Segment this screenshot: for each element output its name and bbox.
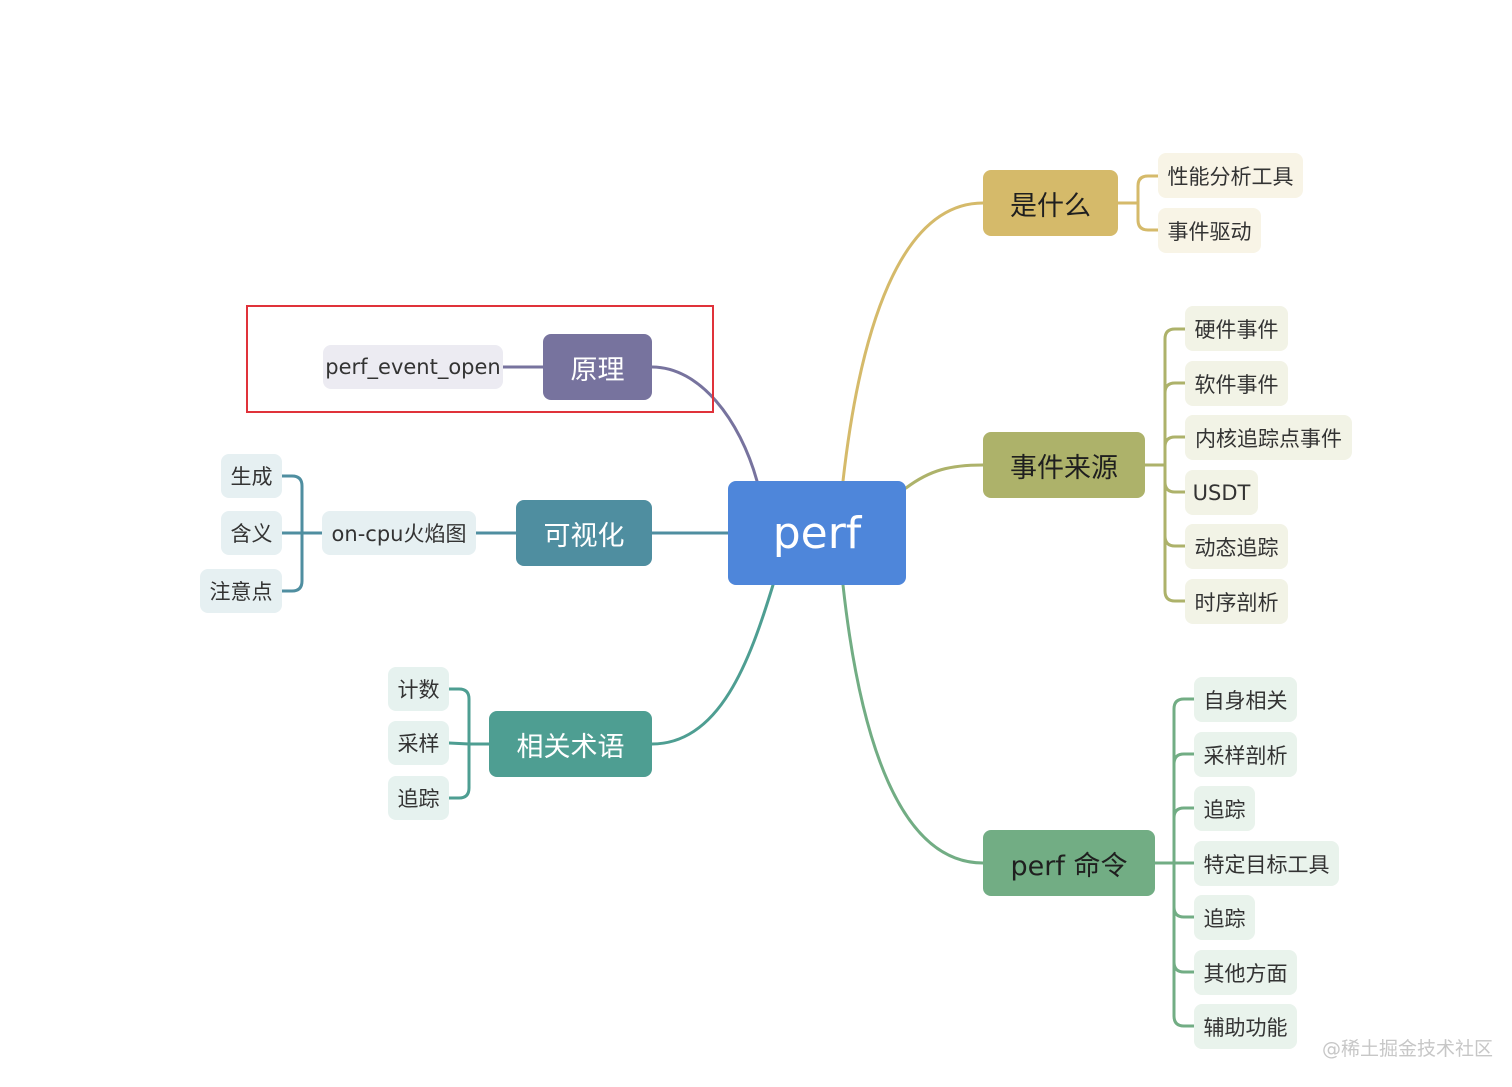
edge-event-source-leaves-branch-2 (1163, 435, 1187, 467)
branch-event-source[interactable]: 事件来源 (983, 432, 1145, 498)
leaf-timed-profiling[interactable]: 时序剖析 (1185, 579, 1288, 624)
edge-terminology-leaves-branch-0 (447, 687, 471, 746)
branch-terminology[interactable]: 相关术语 (489, 711, 652, 777)
edge-root-command (841, 583, 985, 865)
leaf-sampling[interactable]: 采样 (388, 721, 449, 765)
leaf-other-aspects[interactable]: 其他方面 (1194, 950, 1297, 995)
leaf-notes[interactable]: 注意点 (200, 569, 282, 613)
edge-root-event-source (904, 463, 985, 490)
edge-shishenme-leaves-branch-1 (1136, 201, 1160, 232)
highlight-box (246, 305, 714, 413)
watermark: @稀土掘金技术社区 (1322, 1038, 1494, 1060)
leaf-tracing[interactable]: 追踪 (388, 776, 449, 820)
edge-command-leaves-branch-1 (1172, 752, 1196, 865)
edge-event-source-leaves-branch-5 (1163, 463, 1187, 603)
edge-command-leaves-branch-2 (1172, 806, 1196, 865)
leaf-counting[interactable]: 计数 (388, 667, 449, 711)
edge-command-leaves-branch-4 (1172, 861, 1196, 919)
leaf-dynamic-tracing[interactable]: 动态追踪 (1185, 524, 1288, 569)
edge-event-source-leaves-branch-1 (1163, 381, 1187, 467)
edge-flamegraph-leaves-branch-2 (280, 531, 304, 593)
branch-perf-command[interactable]: perf 命令 (983, 830, 1155, 896)
edge-command-leaves-branch-6 (1172, 861, 1196, 1028)
edge-root-shishenme (841, 201, 985, 483)
leaf-self-related[interactable]: 自身相关 (1194, 677, 1297, 722)
leaf-tracing-2[interactable]: 追踪 (1194, 895, 1255, 940)
edge-event-source-leaves-branch-0 (1163, 327, 1187, 467)
leaf-hardware-event[interactable]: 硬件事件 (1185, 306, 1288, 351)
leaf-aux-functions[interactable]: 辅助功能 (1194, 1004, 1297, 1049)
leaf-meaning[interactable]: 含义 (221, 511, 282, 555)
leaf-target-tools[interactable]: 特定目标工具 (1194, 841, 1339, 886)
edge-event-source-leaves-branch-3 (1163, 463, 1187, 494)
branch-visualization[interactable]: 可视化 (516, 500, 652, 566)
edge-terminology-leaves-branch-2 (447, 742, 471, 800)
leaf-sampling-profile[interactable]: 采样剖析 (1194, 732, 1297, 777)
leaf-perf-event-open[interactable]: perf_event_open (323, 345, 503, 389)
edge-root-terminology (650, 583, 775, 746)
branch-principle[interactable]: 原理 (543, 334, 652, 400)
leaf-tracing-1[interactable]: 追踪 (1194, 786, 1255, 831)
edge-root-principle (650, 365, 759, 483)
edge-shishenme-leaves-branch-0 (1136, 174, 1160, 205)
edge-flamegraph-leaves-branch-0 (280, 474, 304, 535)
edge-terminology-leaves-branch-1 (447, 741, 471, 746)
leaf-usdt[interactable]: USDT (1185, 470, 1258, 515)
leaf-generate[interactable]: 生成 (221, 454, 282, 498)
root-node-perf[interactable]: perf (728, 481, 906, 585)
leaf-perf-tool[interactable]: 性能分析工具 (1158, 153, 1303, 198)
leaf-event-driven[interactable]: 事件驱动 (1158, 208, 1261, 253)
edge-command-leaves-branch-0 (1172, 697, 1196, 865)
leaf-software-event[interactable]: 软件事件 (1185, 361, 1288, 406)
edge-event-source-leaves-branch-4 (1163, 463, 1187, 548)
leaf-tracepoint-event[interactable]: 内核追踪点事件 (1185, 415, 1352, 460)
branch-shishenme[interactable]: 是什么 (983, 170, 1118, 236)
leaf-oncpu-flamegraph[interactable]: on-cpu火焰图 (322, 511, 476, 555)
